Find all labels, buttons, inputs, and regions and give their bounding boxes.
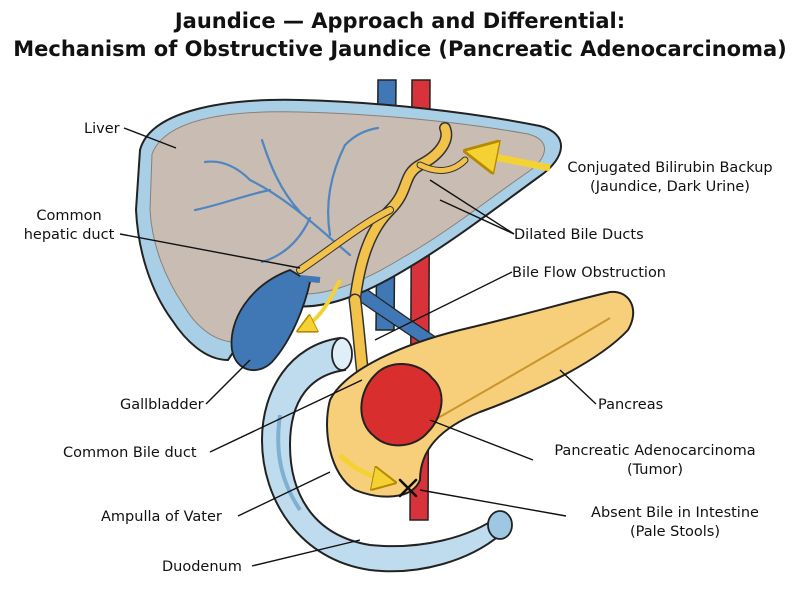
duodenum-top-opening [331,337,353,371]
label-ampulla-of-vater: Ampulla of Vater [101,509,222,525]
diagram-title-line-2: Mechanism of Obstructive Jaundice (Pancr… [13,37,787,61]
liver [149,111,545,343]
bilirubin-backup-arrow [470,152,551,168]
label-absent-bile-1: Absent Bile in Intestine [591,505,759,521]
diagram-title-line-1: Jaundice — Approach and Differential: [174,9,626,33]
label-pancreas: Pancreas [598,397,664,413]
gallbladder-arrow [299,275,321,283]
label-tumor-2: (Tumor) [626,462,684,478]
absent-bile-arrow [338,453,392,482]
absent-bile-x-mark [398,478,418,498]
label-bilirubin-backup-2: (Jaundice, Dark Urine) [590,179,750,195]
label-common-hepatic-1: Common [36,208,102,224]
bile-flow-arrow-hepatic [300,279,342,330]
label-common-hepatic-2: hepatic duct [23,227,115,243]
duodenum-opening [487,510,513,540]
label-liver: Liver [84,121,120,137]
leader-lines [119,127,597,567]
label-absent-bile-2: (Pale Stools) [629,524,721,540]
label-dilated-bile-ducts: Dilated Bile Ducts [514,227,644,243]
label-duodenum: Duodenum [162,559,242,575]
label-gallbladder: Gallbladder [120,397,204,413]
duodenum-lumen [276,414,302,512]
tumor [360,362,443,447]
label-common-bile-duct: Common Bile duct [63,445,197,461]
label-bile-flow-obstruction: Bile Flow Obstruction [512,265,666,281]
dilated-bile-ducts [296,122,469,306]
label-bilirubin-backup-1: Conjugated Bilirubin Backup [567,160,773,176]
label-tumor-1: Pancreatic Adenocarcinoma [554,443,756,459]
